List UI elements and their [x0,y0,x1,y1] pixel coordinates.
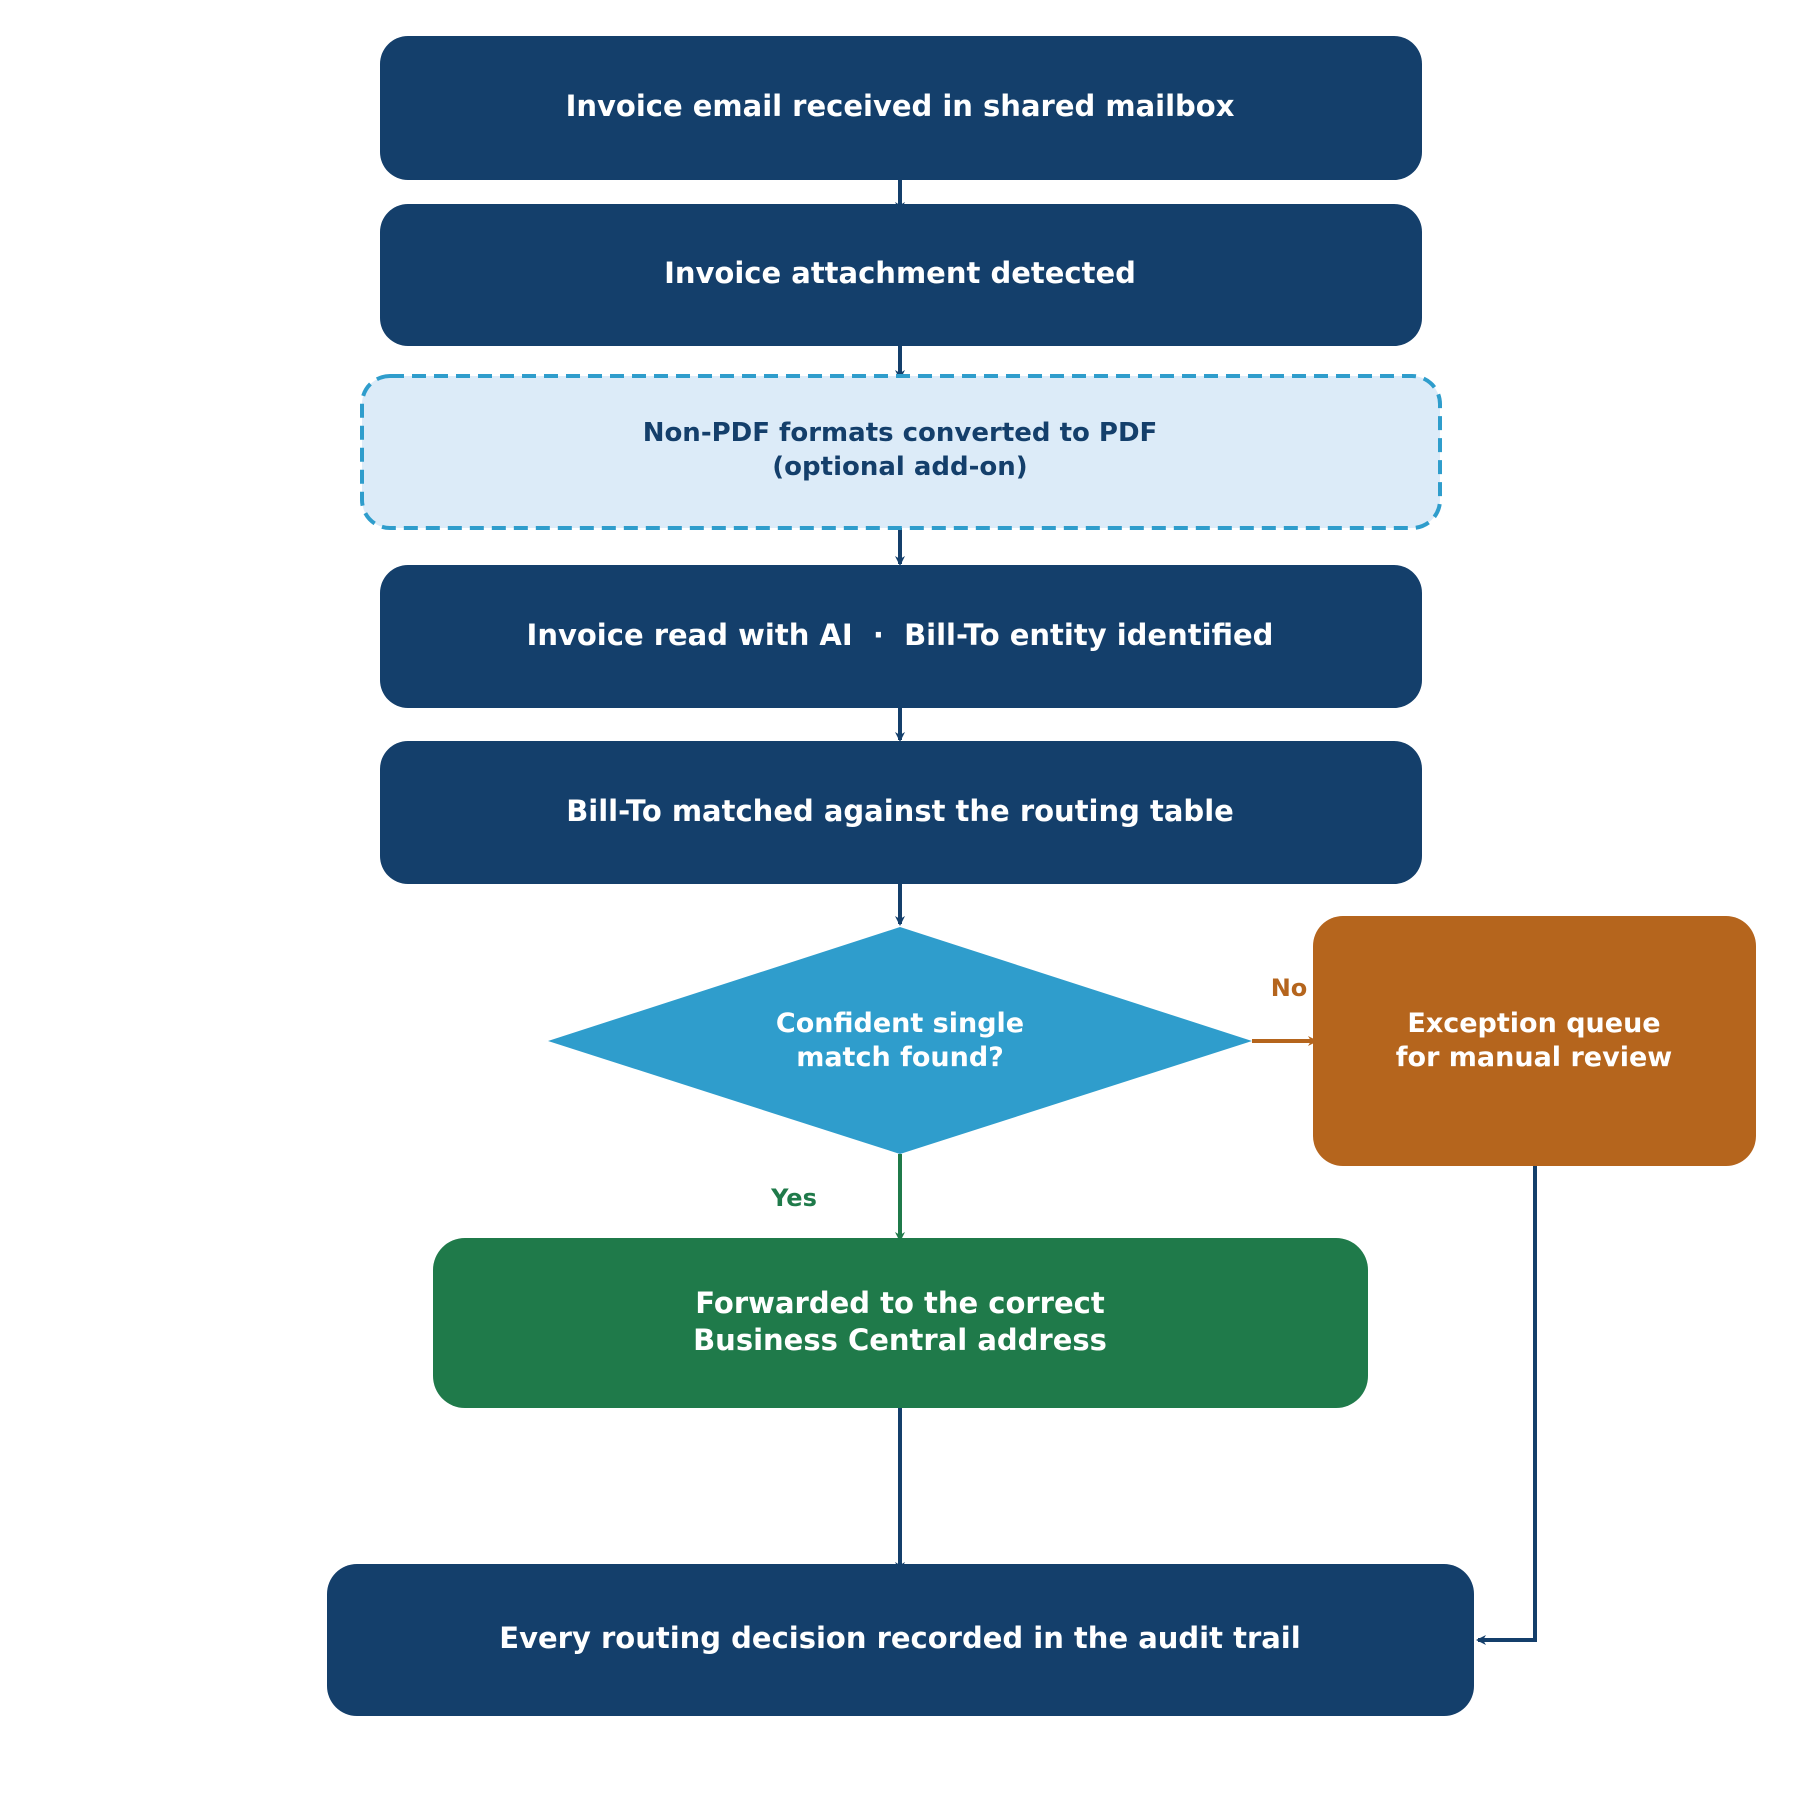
edge-label-no: No [1271,974,1308,1002]
node-decision: Confident single match found? [548,927,1252,1154]
node-exception-queue-line-2: for manual review [1396,1042,1672,1073]
node-attachment-detected: Invoice attachment detected [380,204,1422,346]
node-audit-trail: Every routing decision recorded in the a… [327,1564,1474,1716]
node-forwarded-line-2: Business Central address [693,1323,1107,1357]
node-forwarded: Forwarded to the correct Business Centra… [433,1238,1368,1408]
edge-label-yes: Yes [770,1184,817,1212]
node-forwarded-line-1: Forwarded to the correct [695,1286,1105,1320]
node-exception-queue: Exception queue for manual review [1313,916,1756,1166]
edge-exception-to-audit [1476,1154,1537,1645]
node-email-received: Invoice email received in shared mailbox [380,36,1422,180]
node-pdf-conversion-line-2: (optional add-on) [772,452,1027,482]
node-routing-match-label: Bill-To matched against the routing tabl… [566,794,1234,828]
node-audit-trail-label: Every routing decision recorded in the a… [499,1621,1300,1655]
node-ai-read: Invoice read with AI · Bill-To entity id… [380,565,1422,708]
node-exception-queue-line-1: Exception queue [1407,1008,1660,1039]
node-decision-line-2: match found? [796,1042,1004,1073]
node-pdf-conversion: Non-PDF formats converted to PDF (option… [360,374,1442,530]
node-attachment-detected-label: Invoice attachment detected [664,256,1136,290]
node-routing-match: Bill-To matched against the routing tabl… [380,741,1422,884]
node-email-received-label: Invoice email received in shared mailbox [566,89,1235,123]
node-ai-read-label: Invoice read with AI · Bill-To entity id… [527,618,1274,652]
node-decision-line-1: Confident single [776,1008,1024,1039]
node-pdf-conversion-line-1: Non-PDF formats converted to PDF [643,418,1158,448]
